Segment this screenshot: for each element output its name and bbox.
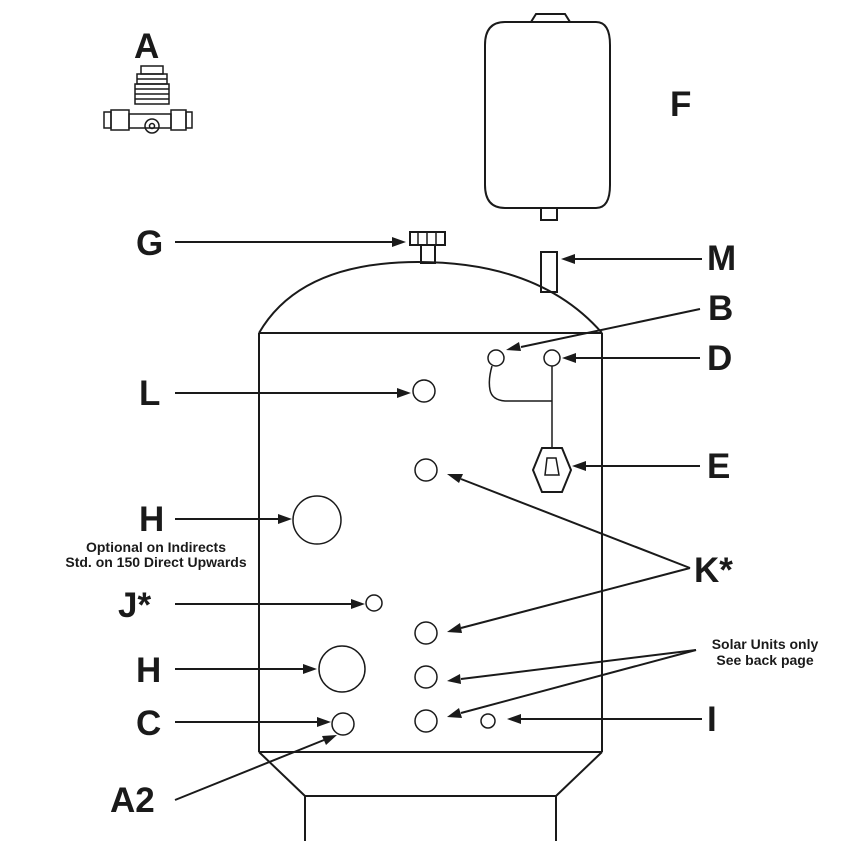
port-k-lower (414, 621, 438, 645)
port-c (331, 712, 355, 736)
thermostat-e (488, 365, 573, 493)
label-h-upper: H (139, 500, 164, 539)
pipe-m (540, 251, 558, 293)
label-a: A (134, 27, 159, 66)
port-solar-1 (414, 665, 438, 689)
label-e: E (707, 447, 730, 486)
leader-lines (174, 237, 702, 801)
label-b: B (708, 289, 733, 328)
label-f: F (670, 85, 691, 124)
note-optional-line1: Optional on Indirects (86, 539, 226, 555)
port-h-lower (318, 645, 366, 693)
label-a2: A2 (110, 781, 155, 820)
port-l (412, 379, 436, 403)
port-j (365, 594, 383, 612)
expansion-vessel (484, 13, 611, 221)
port-k-upper (414, 458, 438, 482)
label-h-lower: H (136, 651, 161, 690)
label-g: G (136, 224, 163, 263)
port-i (480, 713, 496, 729)
port-d (543, 349, 561, 367)
label-d: D (707, 339, 732, 378)
label-c: C (136, 704, 161, 743)
note-solar-line2: See back page (716, 652, 813, 668)
label-j: J* (118, 586, 151, 625)
valve-icon (103, 65, 193, 134)
cylinder-body (258, 260, 603, 841)
label-m: M (707, 239, 736, 278)
port-h-upper (292, 495, 342, 545)
port-solar-2 (414, 709, 438, 733)
label-k: K* (694, 551, 733, 590)
note-optional-line2: Std. on 150 Direct Upwards (65, 554, 246, 570)
top-fitting-g (409, 231, 446, 264)
note-solar-line1: Solar Units only (712, 636, 819, 652)
label-i: I (707, 700, 717, 739)
label-l: L (139, 374, 160, 413)
port-b (487, 349, 505, 367)
